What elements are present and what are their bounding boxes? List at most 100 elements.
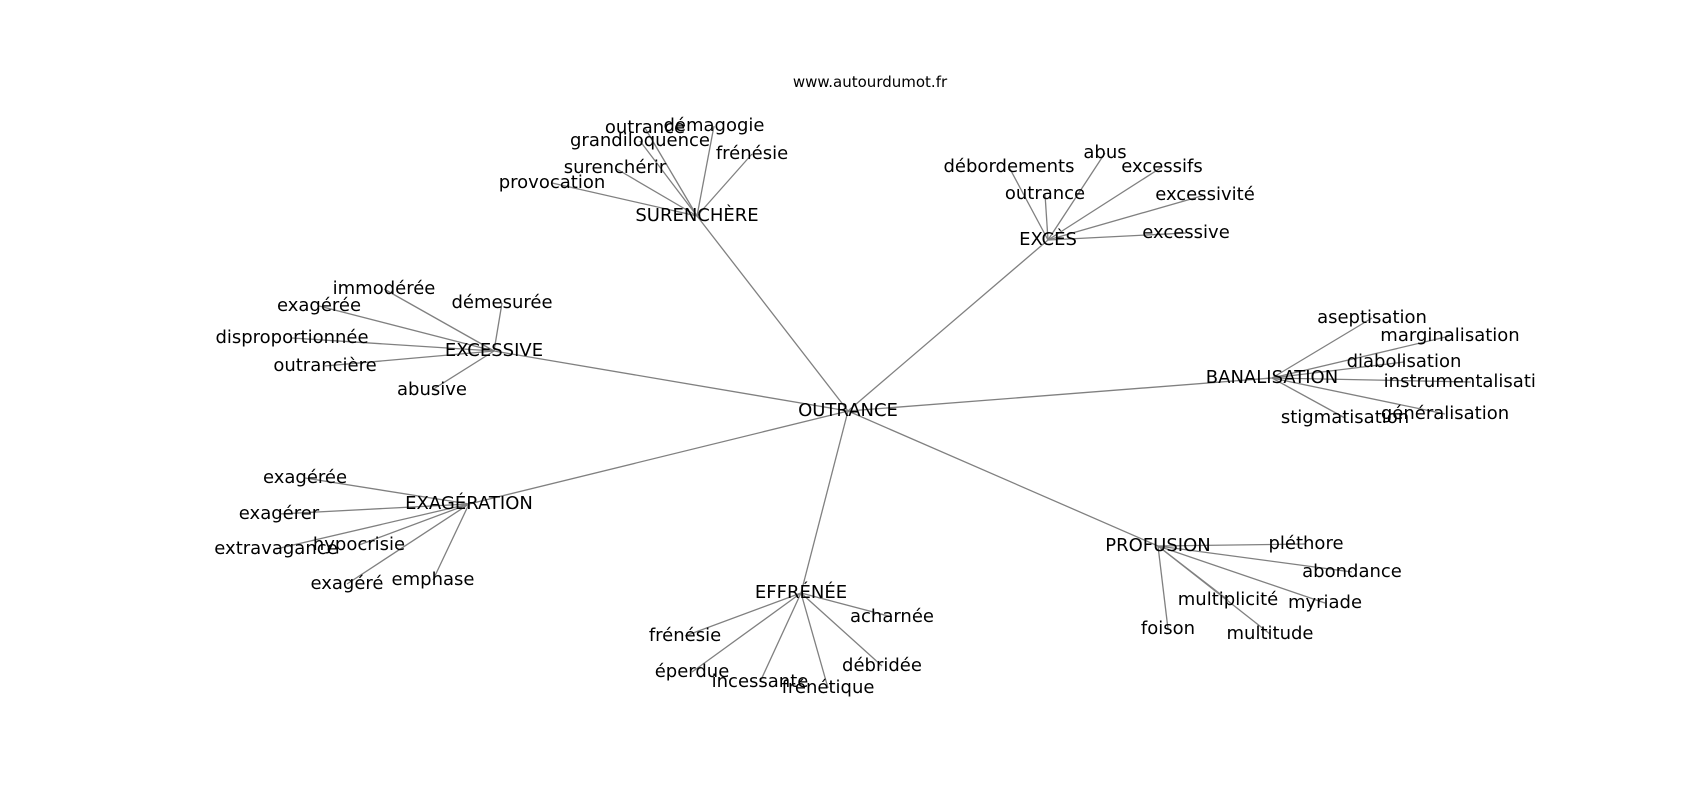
word-node[interactable]: incessante <box>712 671 809 692</box>
word-node[interactable]: abondance <box>1302 561 1402 582</box>
edges-layer <box>275 125 1472 689</box>
cluster-node[interactable]: PROFUSION <box>1105 535 1210 556</box>
word-node[interactable]: myriade <box>1288 592 1362 613</box>
word-node[interactable]: outrance <box>605 117 685 138</box>
cluster-node[interactable]: EXCÈS <box>1019 228 1077 250</box>
edge <box>1157 545 1271 635</box>
word-node[interactable]: exagérée <box>263 467 347 488</box>
word-node[interactable]: multiplicité <box>1178 589 1278 610</box>
word-node[interactable]: outrance <box>1005 183 1085 204</box>
word-node[interactable]: frénésie <box>649 625 721 646</box>
word-node[interactable]: disproportionnée <box>215 327 368 348</box>
edge <box>275 503 470 550</box>
word-node[interactable]: immodérée <box>333 278 436 299</box>
edge <box>800 592 829 689</box>
edge <box>1157 545 1169 630</box>
edge <box>696 215 849 412</box>
edge <box>1047 194 1206 241</box>
edge <box>614 167 698 217</box>
edge <box>1271 317 1373 379</box>
cluster-node[interactable]: EFFRÉNÉE <box>755 581 847 603</box>
edge <box>1271 377 1446 415</box>
word-node[interactable]: hypocrisie <box>313 534 405 555</box>
word-node[interactable]: extravagance <box>214 538 337 559</box>
word-node[interactable]: démagogie <box>663 115 764 136</box>
edge <box>1157 545 1353 573</box>
word-node[interactable]: diabolisation <box>1347 351 1462 372</box>
word-node[interactable]: abusive <box>397 379 467 400</box>
word-node[interactable]: exagéré <box>310 573 383 594</box>
edge <box>1271 377 1346 419</box>
cluster-node[interactable]: EXAGÉRATION <box>405 492 533 514</box>
word-node[interactable]: excessifs <box>1121 156 1203 177</box>
edge <box>800 592 883 667</box>
word-node[interactable]: exagérée <box>277 295 361 316</box>
edge <box>291 337 495 352</box>
word-node[interactable]: grandiloquence <box>570 130 710 151</box>
edge <box>800 410 849 594</box>
edge <box>318 305 495 352</box>
edge <box>847 377 1273 412</box>
word-node[interactable]: emphase <box>392 569 475 590</box>
edge <box>684 592 802 637</box>
cluster-node[interactable]: EXCESSIVE <box>445 340 543 361</box>
word-node[interactable]: pléthore <box>1268 533 1343 554</box>
word-node[interactable]: excessive <box>1142 222 1230 243</box>
word-node[interactable]: débridée <box>842 655 922 676</box>
word-node[interactable]: aseptisation <box>1317 307 1427 328</box>
word-node[interactable]: frénétique <box>782 677 875 698</box>
edge <box>696 125 715 217</box>
cluster-node[interactable]: SURENCHÈRE <box>635 204 758 226</box>
word-node[interactable]: débordements <box>944 156 1075 177</box>
edge <box>639 140 698 217</box>
edge <box>493 302 503 352</box>
word-node[interactable]: démesurée <box>451 292 552 313</box>
edge <box>847 239 1049 412</box>
edge <box>1157 543 1307 547</box>
word-node[interactable]: outrancière <box>273 355 376 376</box>
edge <box>493 350 849 412</box>
edge <box>1271 377 1472 383</box>
edge <box>324 350 495 367</box>
labels-layer: OUTRANCESURENCHÈREoutrancedémagogiegrand… <box>214 115 1535 698</box>
word-node[interactable]: marginalisation <box>1380 325 1519 346</box>
edge <box>644 127 698 217</box>
word-node[interactable]: provocation <box>499 172 606 193</box>
word-node[interactable]: éperdue <box>655 661 730 682</box>
edge <box>696 153 753 217</box>
word-node[interactable]: exagérer <box>239 503 320 524</box>
word-node[interactable]: foison <box>1141 618 1195 639</box>
edge <box>847 410 1159 547</box>
edge <box>1047 166 1163 241</box>
edge <box>1047 152 1106 241</box>
word-node[interactable]: instrumentalisation <box>1384 371 1535 392</box>
word-node[interactable]: frénésie <box>716 143 788 164</box>
edge <box>346 503 470 585</box>
word-node[interactable]: stigmatisation <box>1281 407 1409 428</box>
edge <box>1271 361 1405 379</box>
site-title: www.autourdumot.fr <box>792 73 948 91</box>
edge <box>432 503 470 581</box>
edge <box>551 182 698 217</box>
edge <box>304 477 470 505</box>
edge <box>431 350 495 391</box>
word-node[interactable]: acharnée <box>850 606 934 627</box>
edge <box>358 503 470 546</box>
word-node[interactable]: abus <box>1083 142 1126 163</box>
word-node[interactable]: multitude <box>1227 623 1314 644</box>
edge <box>1271 335 1451 379</box>
word-graph: OUTRANCESURENCHÈREoutrancedémagogiegrand… <box>214 115 1535 698</box>
center-node[interactable]: OUTRANCE <box>798 400 898 421</box>
edge <box>691 592 802 673</box>
edge <box>759 592 802 683</box>
word-node[interactable]: excessivité <box>1155 184 1255 205</box>
edge <box>278 503 470 515</box>
word-node[interactable]: surenchérir <box>564 157 667 178</box>
edge <box>383 288 495 352</box>
edge <box>800 592 893 618</box>
edge <box>1047 232 1187 241</box>
word-node[interactable]: généralisation <box>1381 403 1509 424</box>
edge <box>1157 545 1326 604</box>
cluster-node[interactable]: BANALISATION <box>1206 367 1338 388</box>
